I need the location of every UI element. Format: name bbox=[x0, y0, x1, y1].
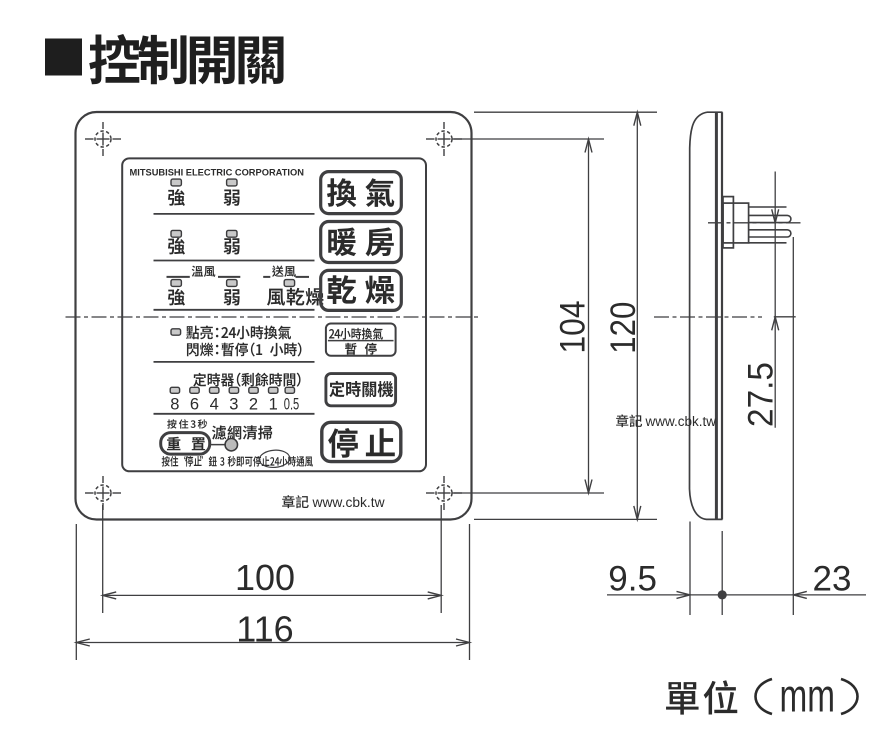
svg-text:8: 8 bbox=[170, 395, 179, 413]
svg-text:6: 6 bbox=[190, 395, 199, 413]
svg-text:9.5: 9.5 bbox=[608, 560, 657, 599]
svg-text:27.5: 27.5 bbox=[741, 362, 781, 427]
svg-text:3: 3 bbox=[229, 395, 238, 413]
svg-text:23: 23 bbox=[813, 560, 852, 599]
svg-text:2: 2 bbox=[249, 395, 258, 413]
svg-text:4: 4 bbox=[210, 395, 219, 413]
svg-text:www.cbk.tw: www.cbk.tw bbox=[645, 414, 717, 429]
svg-text:120: 120 bbox=[603, 302, 643, 354]
svg-text:116: 116 bbox=[236, 608, 293, 649]
svg-text:mm: mm bbox=[780, 670, 836, 722]
svg-text:0.5: 0.5 bbox=[284, 395, 300, 413]
svg-text:100: 100 bbox=[235, 557, 295, 598]
svg-text:MITSUBISHI ELECTRIC CORPORATIO: MITSUBISHI ELECTRIC CORPORATION bbox=[130, 168, 305, 178]
svg-text:www.cbk.tw: www.cbk.tw bbox=[312, 495, 385, 510]
svg-text:104: 104 bbox=[553, 301, 593, 354]
svg-text:1: 1 bbox=[269, 395, 278, 413]
